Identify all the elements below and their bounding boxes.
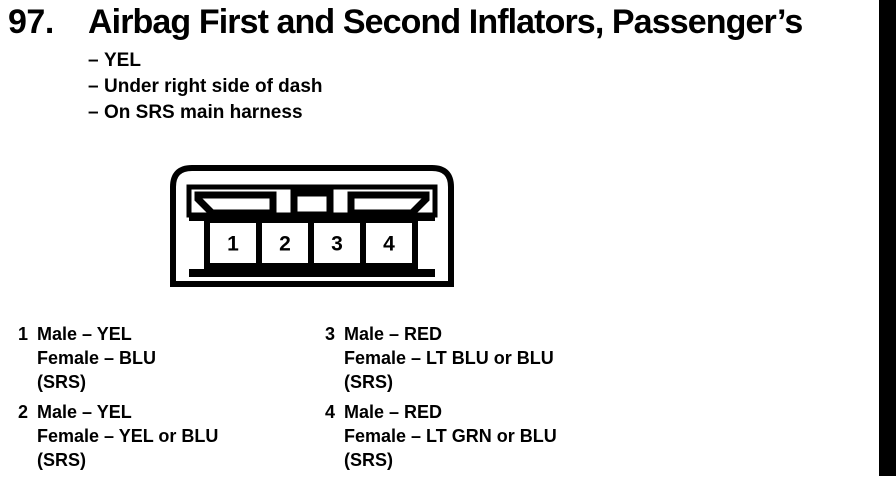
legend-circuit-line: (SRS) [344,372,393,392]
legend-pin-number: 2 [18,402,29,422]
legend-female-line: Female – LT GRN or BLU [344,426,557,446]
legend-entry: 2 Male – YEL Female – YEL or BLU (SRS) [18,400,348,472]
pin-cavity [360,217,418,269]
page-edge-bar [879,0,896,476]
legend-male-text: Male – YEL [37,402,132,422]
legend-female-line: Female – LT BLU or BLU [344,348,554,368]
latch-slot-left [194,191,277,217]
legend-entry: 1 Male – YEL Female – BLU (SRS) [18,322,348,394]
legend-female-line: Female – BLU [37,348,157,368]
pin-number-3: 3 [331,233,343,256]
housing-floor-bar [189,269,435,277]
legend-male-line: 1 Male – YEL [18,322,348,346]
dash-marker: – [88,50,99,71]
legend-male-text: Male – YEL [37,324,132,344]
legend-male-text: Male – RED [344,324,443,344]
center-keyway [290,189,334,219]
note-text: On SRS main harness [104,102,303,123]
page-header: 97. Airbag First and Second Inflators, P… [8,2,880,44]
legend-male-line: 2 Male – YEL [18,400,348,424]
note-item: –On SRS main harness [88,100,588,126]
note-item: –YEL [88,48,588,74]
pin-number-1: 1 [227,233,239,256]
legend-pin-number: 4 [325,402,336,422]
legend-circuit-line: (SRS) [37,450,86,470]
legend-pin-number: 3 [325,324,336,344]
pin-cavity-row [204,217,418,269]
legend-male-line: 4 Male – RED [325,400,655,424]
note-list: –YEL –Under right side of dash –On SRS m… [88,48,588,126]
dash-marker: – [88,76,99,97]
note-text: YEL [104,50,141,71]
legend-entry: 4 Male – RED Female – LT GRN or BLU (SRS) [325,400,655,472]
pin-cavity [204,217,262,269]
legend-female-line: Female – YEL or BLU [37,426,219,446]
legend-male-text: Male – RED [344,402,443,422]
pin-number-4: 4 [383,233,395,256]
legend-male-line: 3 Male – RED [325,322,655,346]
connector-diagram: 1 2 3 4 [170,165,454,287]
legend-circuit-line: (SRS) [344,450,393,470]
pin-number-2: 2 [279,233,291,256]
legend-pin-number: 1 [18,324,29,344]
item-number: 97. [8,3,54,41]
latch-slot-right [347,191,430,217]
note-item: –Under right side of dash [88,74,588,100]
dash-marker: – [88,102,99,123]
note-text: Under right side of dash [104,76,323,97]
page-title: Airbag First and Second Inflators, Passe… [88,3,803,41]
legend-entry: 3 Male – RED Female – LT BLU or BLU (SRS) [325,322,655,394]
legend-circuit-line: (SRS) [37,372,86,392]
